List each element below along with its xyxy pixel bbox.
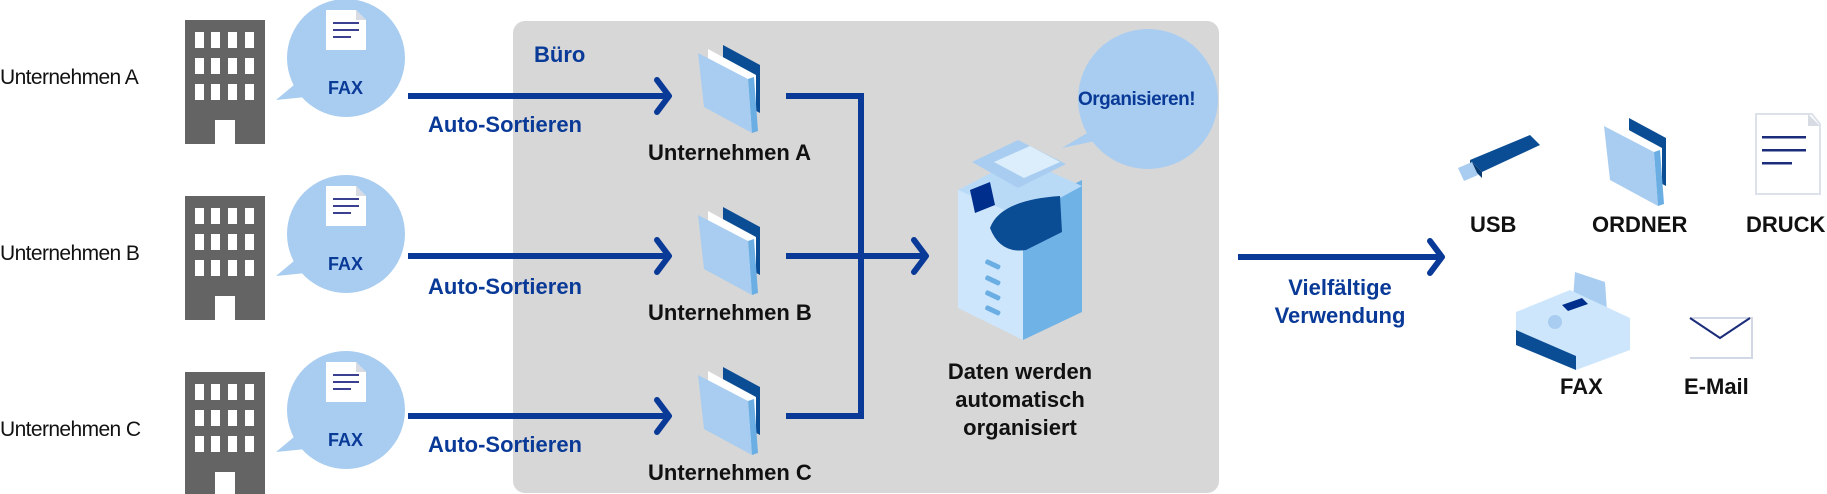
printer-caption-line-1: Daten werden <box>947 359 1093 384</box>
printer-caption-line-3: organisiert <box>963 415 1077 440</box>
company-label-a: Unternehmen A <box>0 66 139 89</box>
speech-bubble <box>1062 29 1218 169</box>
building-icon-c <box>185 372 265 494</box>
building-icon-a <box>185 20 265 144</box>
fax-bubble-b <box>276 175 405 293</box>
destination-label-druck: DRUCK <box>1746 212 1826 237</box>
printer-icon <box>958 140 1082 340</box>
fax-bubble-c <box>276 351 405 469</box>
sort-label-c: Auto-Sortieren <box>428 432 582 457</box>
output-arrow-label-line-2: Verwendung <box>1274 303 1406 328</box>
output-arrow-label-line-1: Vielfältige <box>1288 275 1392 300</box>
printer-caption: Daten werden automatisch organisiert <box>930 358 1110 442</box>
company-label-b: Unternehmen B <box>0 242 140 265</box>
envelope-icon <box>1689 317 1753 359</box>
fax-bubble-label-b: FAX <box>328 254 364 274</box>
building-icon-b <box>185 196 265 320</box>
printer-caption-line-2: automatisch <box>955 387 1085 412</box>
office-title: Büro <box>534 42 586 67</box>
folder-icon-b <box>698 207 760 295</box>
sort-label-b: Auto-Sortieren <box>428 274 582 299</box>
folder-icon-a <box>698 45 760 133</box>
merge-connector <box>786 93 925 419</box>
destination-label-email: E-Mail <box>1684 374 1749 399</box>
folder-icon-c <box>698 367 760 455</box>
destination-label-fax: FAX <box>1560 374 1603 399</box>
document-icon <box>1755 113 1821 195</box>
fax-bubble-label-c: FAX <box>328 430 364 450</box>
folder-label-a: Unternehmen A <box>648 140 811 165</box>
fax-bubble-label-a: FAX <box>328 78 364 98</box>
fax-bubble-a <box>276 0 405 117</box>
company-label-c: Unternehmen C <box>0 418 141 441</box>
fax-machine-icon <box>1516 272 1630 370</box>
speech-bubble-text: Organisieren! <box>1078 89 1196 110</box>
folder-icon-output <box>1604 118 1666 206</box>
destination-label-usb: USB <box>1470 212 1517 237</box>
output-arrow-label: Vielfältige Verwendung <box>1250 274 1430 330</box>
usb-stick-icon <box>1458 135 1540 181</box>
folder-label-b: Unternehmen B <box>648 300 812 325</box>
destination-label-ordner: ORDNER <box>1592 212 1688 237</box>
folder-label-c: Unternehmen C <box>648 460 812 485</box>
sort-label-a: Auto-Sortieren <box>428 112 582 137</box>
